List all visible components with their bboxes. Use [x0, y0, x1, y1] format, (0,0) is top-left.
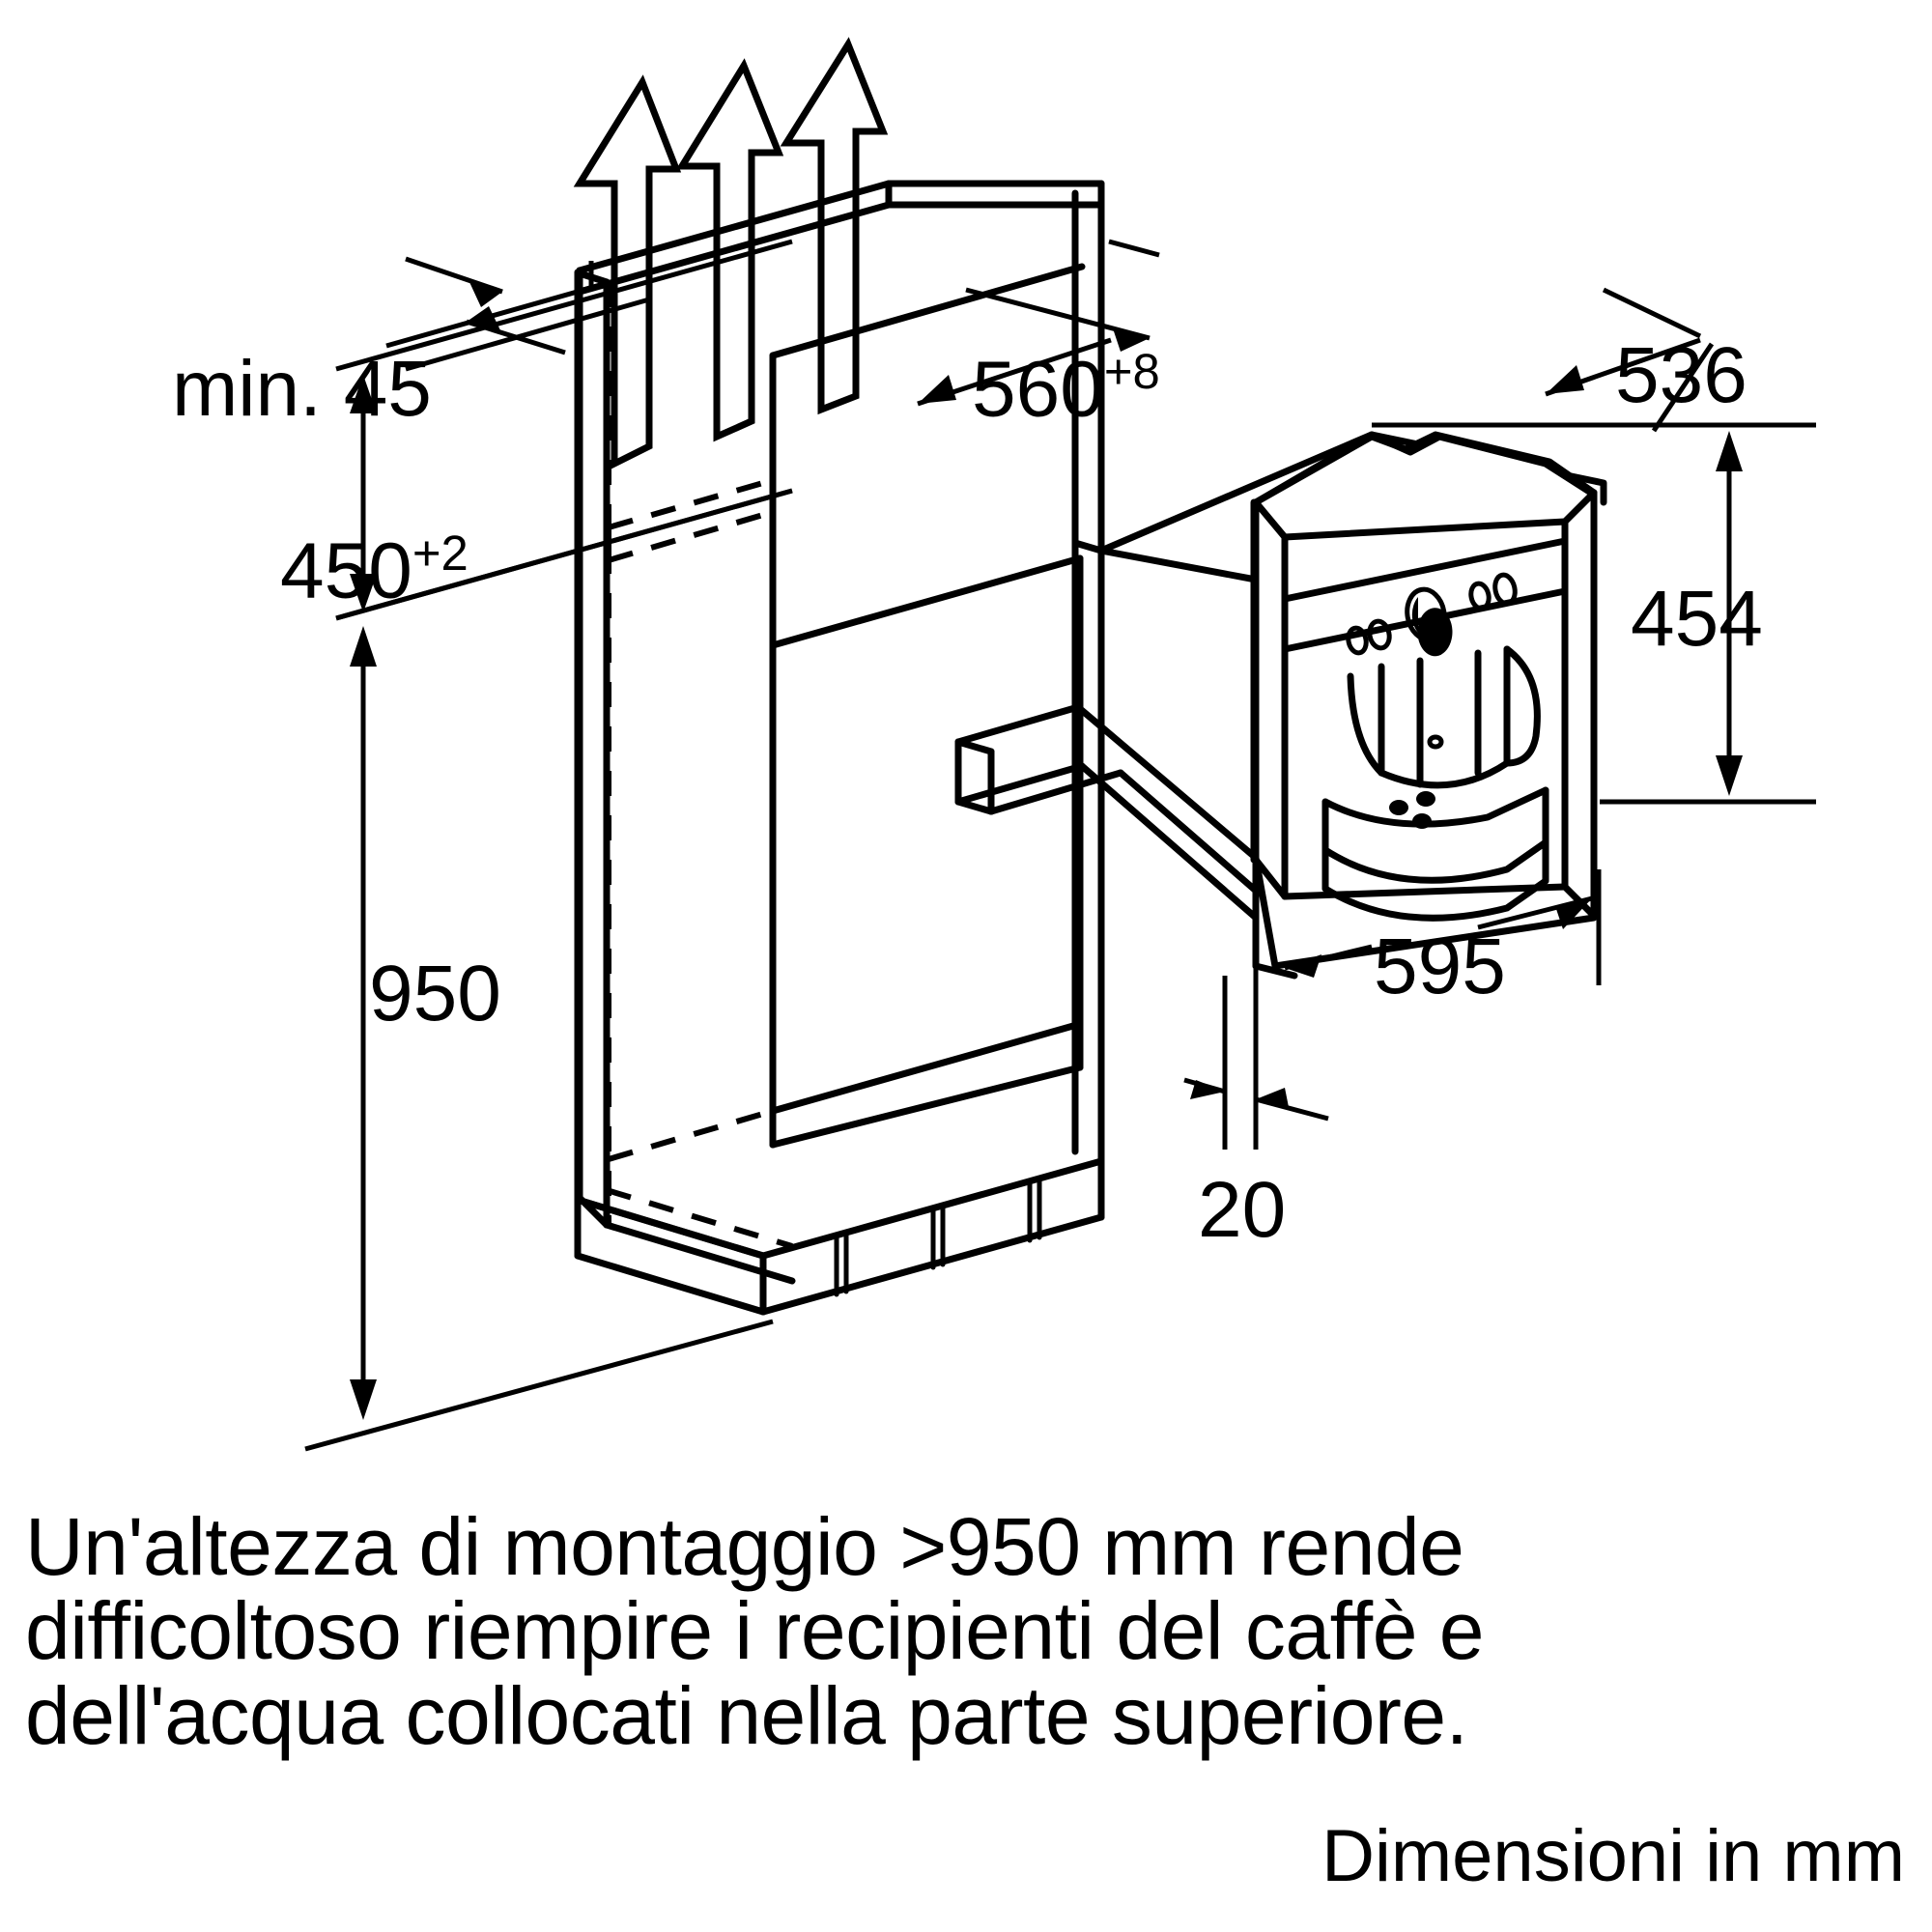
- dimension-label-950: 950: [369, 950, 501, 1037]
- dimension-label-595: 595: [1374, 923, 1506, 1010]
- dimension-label-min-45: min. 45: [172, 345, 432, 433]
- dimension-20: [1183, 966, 1329, 1150]
- dimension-label-536: 536: [1615, 331, 1747, 419]
- units-note: Dimensioni in mm: [1321, 1815, 1905, 1897]
- dimension-536: [1372, 287, 1816, 433]
- airflow-arrow-icon-1: [573, 74, 682, 469]
- installation-note-line-1: Un'altezza di montaggio >950 mm rende: [25, 1501, 1464, 1592]
- installation-note-line-3: dell'acqua collocati nella parte superio…: [25, 1669, 1468, 1761]
- dimension-label-450: 450+2: [280, 526, 469, 615]
- dimension-454: [1600, 422, 1816, 805]
- dimension-label-454: 454: [1631, 575, 1763, 663]
- installation-note: Un'altezza di montaggio >950 mm rende di…: [25, 1501, 1803, 1761]
- dimension-950: [304, 488, 793, 1452]
- installation-note-line-2: difficoltoso riempire i recipienti del c…: [25, 1585, 1485, 1677]
- coffee-machine-icon: [1097, 431, 1607, 980]
- airflow-arrow-icon-3: [780, 37, 889, 415]
- dimension-label-560: 560+8: [972, 344, 1160, 434]
- cabinet-icon: [574, 180, 1260, 1316]
- dimension-min-45: [385, 256, 650, 372]
- dimension-label-20: 20: [1198, 1166, 1287, 1254]
- dimension-560: [588, 239, 1160, 407]
